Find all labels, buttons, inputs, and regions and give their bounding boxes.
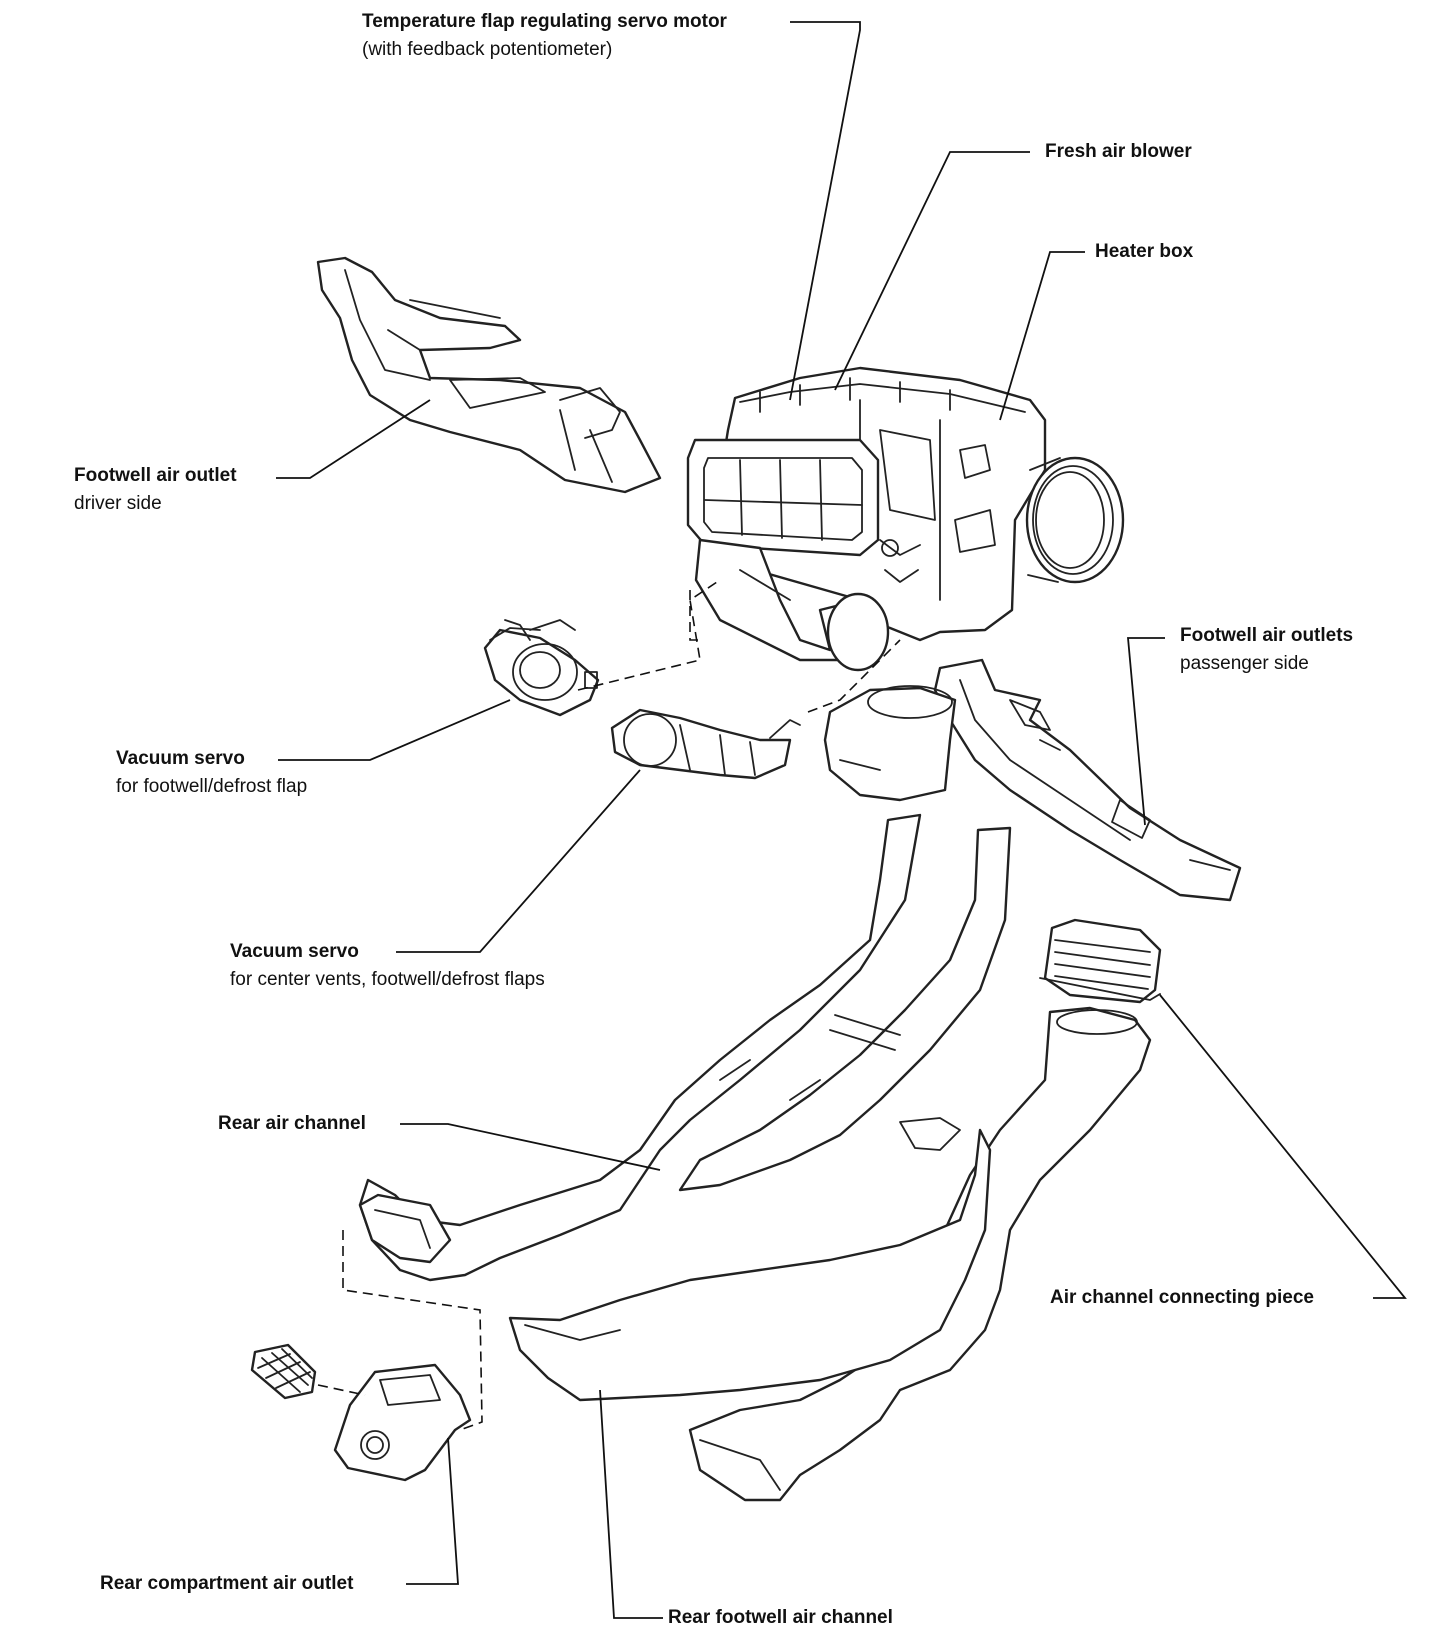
lower-duct-part — [694, 538, 890, 672]
label-fresh-blower: Fresh air blower — [1045, 138, 1192, 166]
alignment-line-heater — [689, 590, 700, 641]
rear-compartment-outlet-part — [250, 1343, 472, 1482]
label-rear-compartment-title: Rear compartment air outlet — [100, 1573, 354, 1594]
label-temp-servo-title: Temperature flap regulating servo motor — [362, 11, 727, 32]
label-rear-footwell-title: Rear footwell air channel — [668, 1607, 893, 1628]
alignment-line-grille — [317, 1384, 366, 1396]
label-rear-air-channel-title: Rear air channel — [218, 1113, 366, 1134]
label-footwell-passenger-note: passenger side — [1180, 653, 1309, 674]
leader-vac-servo-footwell — [278, 699, 511, 761]
leader-temp-servo — [789, 21, 861, 401]
footwell-outlet-passenger-part — [933, 658, 1242, 902]
label-temp-servo: Temperature flap regulating servo motor … — [362, 8, 727, 64]
leader-footwell-driver — [276, 399, 431, 479]
vacuum-servo-footwell-part — [483, 619, 600, 717]
leader-vac-servo-center — [396, 769, 641, 953]
heater-box-vent-frame — [686, 438, 880, 557]
label-footwell-driver: Footwell air outlet driver side — [74, 462, 237, 518]
label-vac-servo-center-title: Vacuum servo — [230, 941, 359, 962]
leader-footwell-passenger — [1127, 637, 1165, 826]
elbow-duct-part — [823, 685, 957, 802]
connecting-piece-part — [1039, 918, 1162, 1004]
label-footwell-passenger-title: Footwell air outlets — [1180, 625, 1354, 646]
label-heater-box-title: Heater box — [1095, 241, 1194, 262]
leader-rear-air-channel — [400, 1123, 661, 1171]
label-temp-servo-note: (with feedback potentiometer) — [362, 39, 613, 60]
leader-rear-compartment — [406, 1437, 459, 1585]
label-connecting-piece: Air channel connecting piece — [1050, 1284, 1314, 1312]
label-rear-compartment: Rear compartment air outlet — [100, 1570, 353, 1598]
label-footwell-driver-title: Footwell air outlet — [74, 465, 237, 486]
leader-heater-box — [999, 251, 1085, 421]
label-footwell-driver-note: driver side — [74, 493, 162, 514]
leader-rear-footwell — [599, 1389, 663, 1619]
alignment-line-servo — [577, 579, 721, 691]
label-connecting-piece-title: Air channel connecting piece — [1050, 1287, 1314, 1308]
label-footwell-passenger: Footwell air outlets passenger side — [1180, 622, 1353, 678]
vacuum-servo-center-part — [610, 708, 801, 780]
leader-connecting-piece — [1159, 994, 1407, 1299]
rear-air-channel-part — [358, 813, 1012, 1282]
rear-footwell-channel-part — [508, 1006, 1152, 1502]
label-vac-servo-center-note: for center vents, footwell/defrost flaps — [230, 969, 545, 990]
alignment-line-rear-outlet — [342, 1230, 483, 1431]
fresh-air-blower-part — [1025, 456, 1125, 584]
label-heater-box: Heater box — [1095, 238, 1193, 266]
label-rear-footwell: Rear footwell air channel — [668, 1604, 893, 1632]
label-vac-servo-footwell-title: Vacuum servo — [116, 748, 245, 769]
label-vac-servo-center: Vacuum servo for center vents, footwell/… — [230, 938, 545, 994]
label-vac-servo-footwell-note: for footwell/defrost flap — [116, 776, 308, 797]
label-vac-servo-footwell: Vacuum servo for footwell/defrost flap — [116, 745, 307, 801]
alignment-line-elbow — [807, 639, 901, 713]
label-fresh-blower-title: Fresh air blower — [1045, 141, 1192, 162]
label-rear-air-channel: Rear air channel — [218, 1110, 366, 1138]
footwell-outlet-driver-part — [316, 256, 662, 494]
leader-fresh-blower — [834, 151, 1030, 391]
